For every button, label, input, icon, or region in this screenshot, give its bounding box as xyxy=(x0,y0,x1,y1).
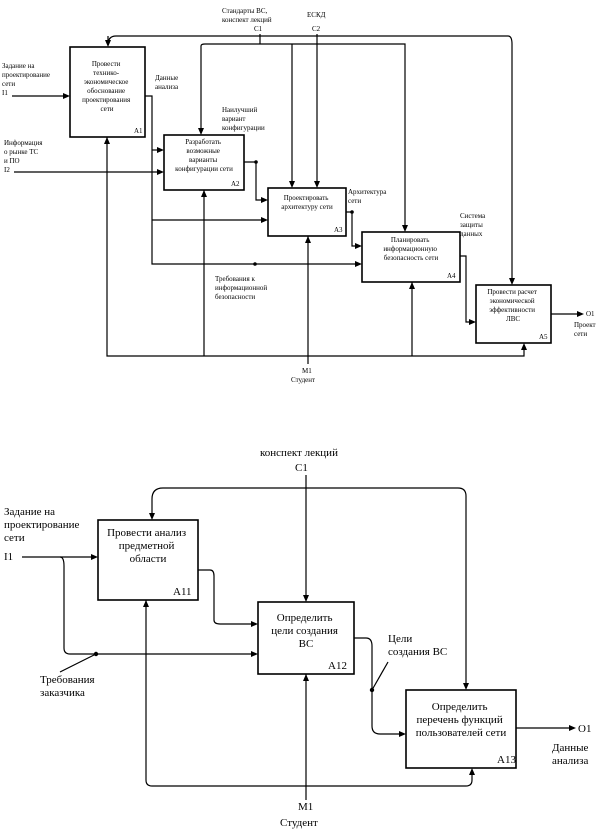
label-i1-desc-3: сети xyxy=(2,80,15,88)
label-security-2: защиты xyxy=(460,221,483,229)
label-m1-desc: Студент xyxy=(291,376,315,384)
label-b-goals-1: Цели xyxy=(388,633,412,645)
label-b-o1: O1 xyxy=(578,723,591,735)
label-data-analysis-2: анализа xyxy=(155,83,179,91)
box-a4-id: A4 xyxy=(447,272,456,280)
box-a1-title: Провести технико- экономическое обоснова… xyxy=(82,60,132,113)
box-a13 xyxy=(405,689,517,769)
arrow-c1-a2 xyxy=(198,128,204,135)
label-i2: I2 xyxy=(4,166,10,174)
box-a5-title: Провести расчет экономической эффективно… xyxy=(487,288,538,323)
box-a11-title: Провести анализ предметной области xyxy=(107,527,189,565)
box-a2 xyxy=(163,134,245,191)
label-data-analysis-1: Данные xyxy=(155,74,178,82)
box-a3 xyxy=(267,187,347,237)
box-a13-title: Определить перечень функций пользователе… xyxy=(416,701,507,739)
label-c1: C1 xyxy=(254,25,263,33)
diagram-top: Провести технико- экономическое обоснова… xyxy=(2,7,596,384)
label-c2: C2 xyxy=(312,25,321,33)
m1-bus xyxy=(106,137,525,357)
box-a5-id: A5 xyxy=(539,333,548,341)
label-o1: O1 xyxy=(586,310,595,318)
box-a12-title: Определить цели создания ВС xyxy=(271,612,341,650)
label-architecture-1: Архитектура xyxy=(348,188,387,196)
box-a1-id: A1 xyxy=(134,127,143,135)
arrow-c1-a1 xyxy=(105,40,111,47)
arrow-c1-a3 xyxy=(289,181,295,188)
box-a11 xyxy=(97,519,199,601)
label-i1-desc-1: Задание на xyxy=(2,62,35,70)
label-sec-req-2: информационной xyxy=(215,284,267,292)
label-o1-desc-2: сети xyxy=(574,330,587,338)
label-b-m1-desc: Студент xyxy=(280,817,318,829)
label-b-m1: M1 xyxy=(298,801,313,813)
label-i2-desc-2: о рынке ТС xyxy=(4,148,39,156)
label-sec-req-3: безопасности xyxy=(215,293,255,301)
label-best-config-3: конфигурации xyxy=(222,124,265,132)
box-a11-id: A11 xyxy=(173,586,192,598)
box-a2-id: A2 xyxy=(231,180,240,188)
label-c2-desc: ЕСКД xyxy=(307,11,326,19)
label-b-c1: C1 xyxy=(295,462,308,474)
box-a4 xyxy=(361,231,461,283)
label-sec-req-1: Требования к xyxy=(215,275,255,283)
label-b-o1-desc-1: Данные xyxy=(552,742,589,754)
label-i1-desc-2: проектирование xyxy=(2,71,50,79)
label-b-requirements-1: Требования xyxy=(40,674,95,686)
label-c1-desc-line1: Стандарты ВС, xyxy=(222,7,268,15)
arrow-i2-a2 xyxy=(157,169,164,175)
label-b-requirements-2: заказчика xyxy=(40,687,85,699)
label-b-o1-desc-2: анализа xyxy=(552,755,588,767)
a3-out-to-a4 xyxy=(346,211,358,247)
label-best-config-2: вариант xyxy=(222,115,245,123)
a4-out-to-a5 xyxy=(460,255,472,323)
box-a12-id: A12 xyxy=(328,660,347,672)
label-o1-desc-1: Проект xyxy=(574,321,596,329)
arrow-c2-a3 xyxy=(314,181,320,188)
c1-bus-2 xyxy=(200,43,406,228)
arrow-i1-a1 xyxy=(63,93,70,99)
a11-out-to-a12 xyxy=(198,569,254,625)
label-security-1: Система xyxy=(460,212,486,220)
box-a4-title: Планировать информационную безопасность … xyxy=(383,236,438,262)
label-i1: I1 xyxy=(2,89,8,97)
label-b-i1-desc-3: сети xyxy=(4,532,25,544)
a2-out-to-a3 xyxy=(244,161,264,201)
box-a3-title: Проектировать архитектуру сети xyxy=(281,194,333,211)
arrow-c1-a5 xyxy=(509,278,515,285)
label-b-i1-desc-1: Задание на xyxy=(4,506,55,518)
label-b-i1-desc-2: проектирование xyxy=(4,519,80,531)
b-i1-branch xyxy=(59,556,254,655)
b-c1-bus xyxy=(151,487,467,686)
label-c1-desc-line2: конспект лекций xyxy=(222,16,272,24)
label-b-c1-desc: конспект лекций xyxy=(260,447,338,459)
label-m1: M1 xyxy=(302,367,312,375)
box-a3-id: A3 xyxy=(334,226,343,234)
label-security-3: данных xyxy=(460,230,483,238)
b-m1-bus xyxy=(145,600,473,787)
diagram-bottom: Провести анализ предметной области A11 О… xyxy=(4,447,591,829)
box-a13-id: A13 xyxy=(497,754,516,766)
label-architecture-2: сети xyxy=(348,197,361,205)
label-best-config-1: Наилучший xyxy=(222,106,258,114)
label-i2-desc-1: Информация xyxy=(4,139,43,147)
label-b-goals-2: создания ВС xyxy=(388,646,447,658)
box-a5 xyxy=(475,284,552,344)
box-a1 xyxy=(69,46,146,138)
arrow-c1-a4 xyxy=(402,225,408,232)
label-b-i1: I1 xyxy=(4,551,13,563)
box-a2-title: Разработать возможные варианты конфигура… xyxy=(175,138,233,173)
a12-out-to-a13 xyxy=(354,637,402,735)
label-i2-desc-3: и ПО xyxy=(4,157,20,165)
